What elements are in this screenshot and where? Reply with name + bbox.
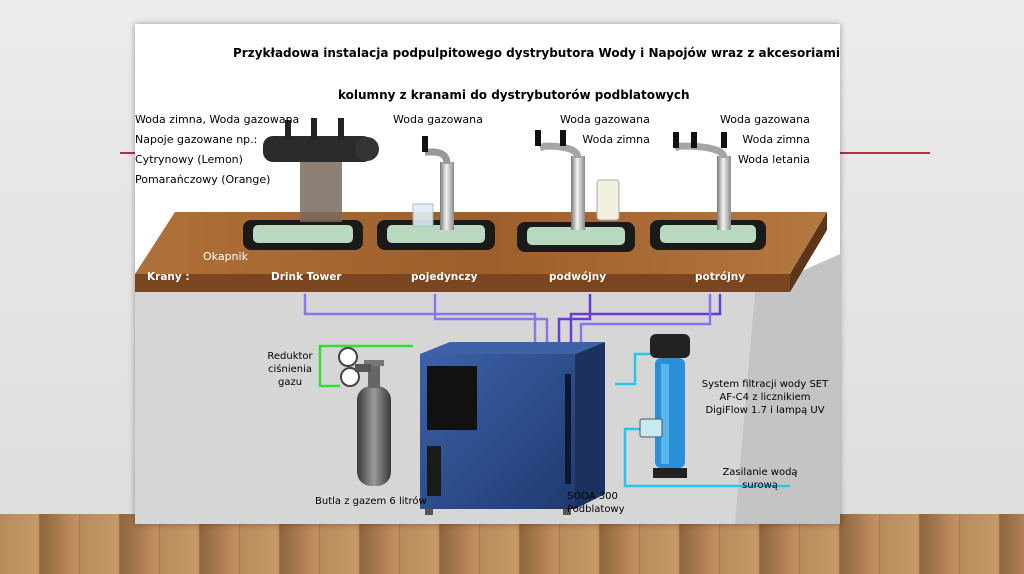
installation-diagram bbox=[135, 118, 840, 524]
counter-side bbox=[790, 212, 827, 292]
tap-name-single: pojedynczy bbox=[411, 271, 478, 283]
drink-tower bbox=[263, 118, 379, 222]
drip-tray-4 bbox=[650, 220, 766, 250]
soda-300-unit bbox=[420, 342, 605, 515]
raw-water-line bbox=[623, 427, 790, 488]
water-line: Zasilanie wodą bbox=[722, 467, 798, 478]
description-line: Woda zimna bbox=[582, 133, 650, 146]
filter-line: DigiFlow 1.7 i lampą UV bbox=[705, 405, 825, 416]
description-line: Woda zimna bbox=[742, 133, 810, 146]
filter-line: System filtracji wody SET bbox=[701, 379, 829, 390]
double-tap-description: Woda gazowana Woda zimna bbox=[560, 110, 650, 150]
accent-line-right bbox=[838, 152, 930, 154]
unit-line: SODA 300 bbox=[567, 491, 618, 502]
regulator-line: Reduktor bbox=[267, 351, 313, 362]
wooden-floor bbox=[0, 514, 1024, 574]
regulator-label: Reduktor ciśnienia gazu bbox=[260, 350, 320, 389]
description-line: Woda gazowana bbox=[720, 113, 810, 126]
water-line: surową bbox=[742, 480, 778, 491]
single-tap bbox=[412, 136, 454, 230]
filter-line: AF-C4 z licznikiem bbox=[719, 392, 811, 403]
filter-system bbox=[639, 334, 690, 478]
single-tap-description: Woda gazowana bbox=[393, 113, 483, 126]
triple-tap bbox=[673, 132, 731, 230]
tap-name-drink-tower: Drink Tower bbox=[271, 271, 342, 283]
description-line: Pomarańczowy (Orange) bbox=[135, 173, 271, 186]
description-line: Napoje gazowane np.: bbox=[135, 133, 258, 146]
drip-tray-1 bbox=[243, 220, 363, 250]
description-line: Cytrynowy (Lemon) bbox=[135, 153, 243, 166]
unit-line: Podblatowy bbox=[567, 504, 625, 515]
supply-pipes bbox=[303, 294, 722, 346]
backdrop-side bbox=[735, 254, 840, 524]
gas-bottle bbox=[357, 360, 391, 486]
diagram-title: Przykładowa instalacja podpulpitowego dy… bbox=[233, 46, 840, 60]
unit-label: SODA 300 Podblatowy bbox=[567, 490, 625, 516]
drink-tower-description: Woda zimna, Woda gazowana Napoje gazowan… bbox=[135, 110, 299, 190]
diagram-slide: Przykładowa instalacja podpulpitowego dy… bbox=[135, 24, 840, 524]
taps-heading: Krany : bbox=[147, 271, 190, 283]
regulator-line: ciśnienia bbox=[268, 364, 312, 375]
drip-tray-2 bbox=[377, 220, 495, 250]
gas-line bbox=[318, 344, 413, 388]
tap-name-triple: potrójny bbox=[695, 271, 746, 283]
diagram-subtitle: kolumny z kranami do dystrybutorów podbl… bbox=[338, 88, 690, 102]
pressure-regulator bbox=[338, 347, 371, 387]
regulator-line: gazu bbox=[277, 377, 303, 388]
gas-bottle-label: Butla z gazem 6 litrów bbox=[315, 496, 427, 507]
description-line: Woda letania bbox=[738, 153, 810, 166]
drip-tray-3 bbox=[517, 222, 635, 252]
accent-line-left bbox=[120, 152, 138, 154]
tap-name-double: podwójny bbox=[549, 271, 607, 283]
description-line: Woda gazowana bbox=[560, 113, 650, 126]
double-tap bbox=[535, 130, 620, 230]
triple-tap-description: Woda gazowana Woda zimna Woda letania bbox=[720, 110, 810, 170]
drip-tray-label: Okapnik bbox=[203, 250, 248, 263]
filter-label: System filtracji wody SET AF-C4 z liczni… bbox=[690, 378, 840, 417]
description-line: Woda zimna, Woda gazowana bbox=[135, 113, 300, 126]
counter-front bbox=[135, 274, 790, 292]
raw-water-label: Zasilanie wodą surową bbox=[705, 466, 815, 492]
filtered-water-line bbox=[615, 352, 660, 386]
